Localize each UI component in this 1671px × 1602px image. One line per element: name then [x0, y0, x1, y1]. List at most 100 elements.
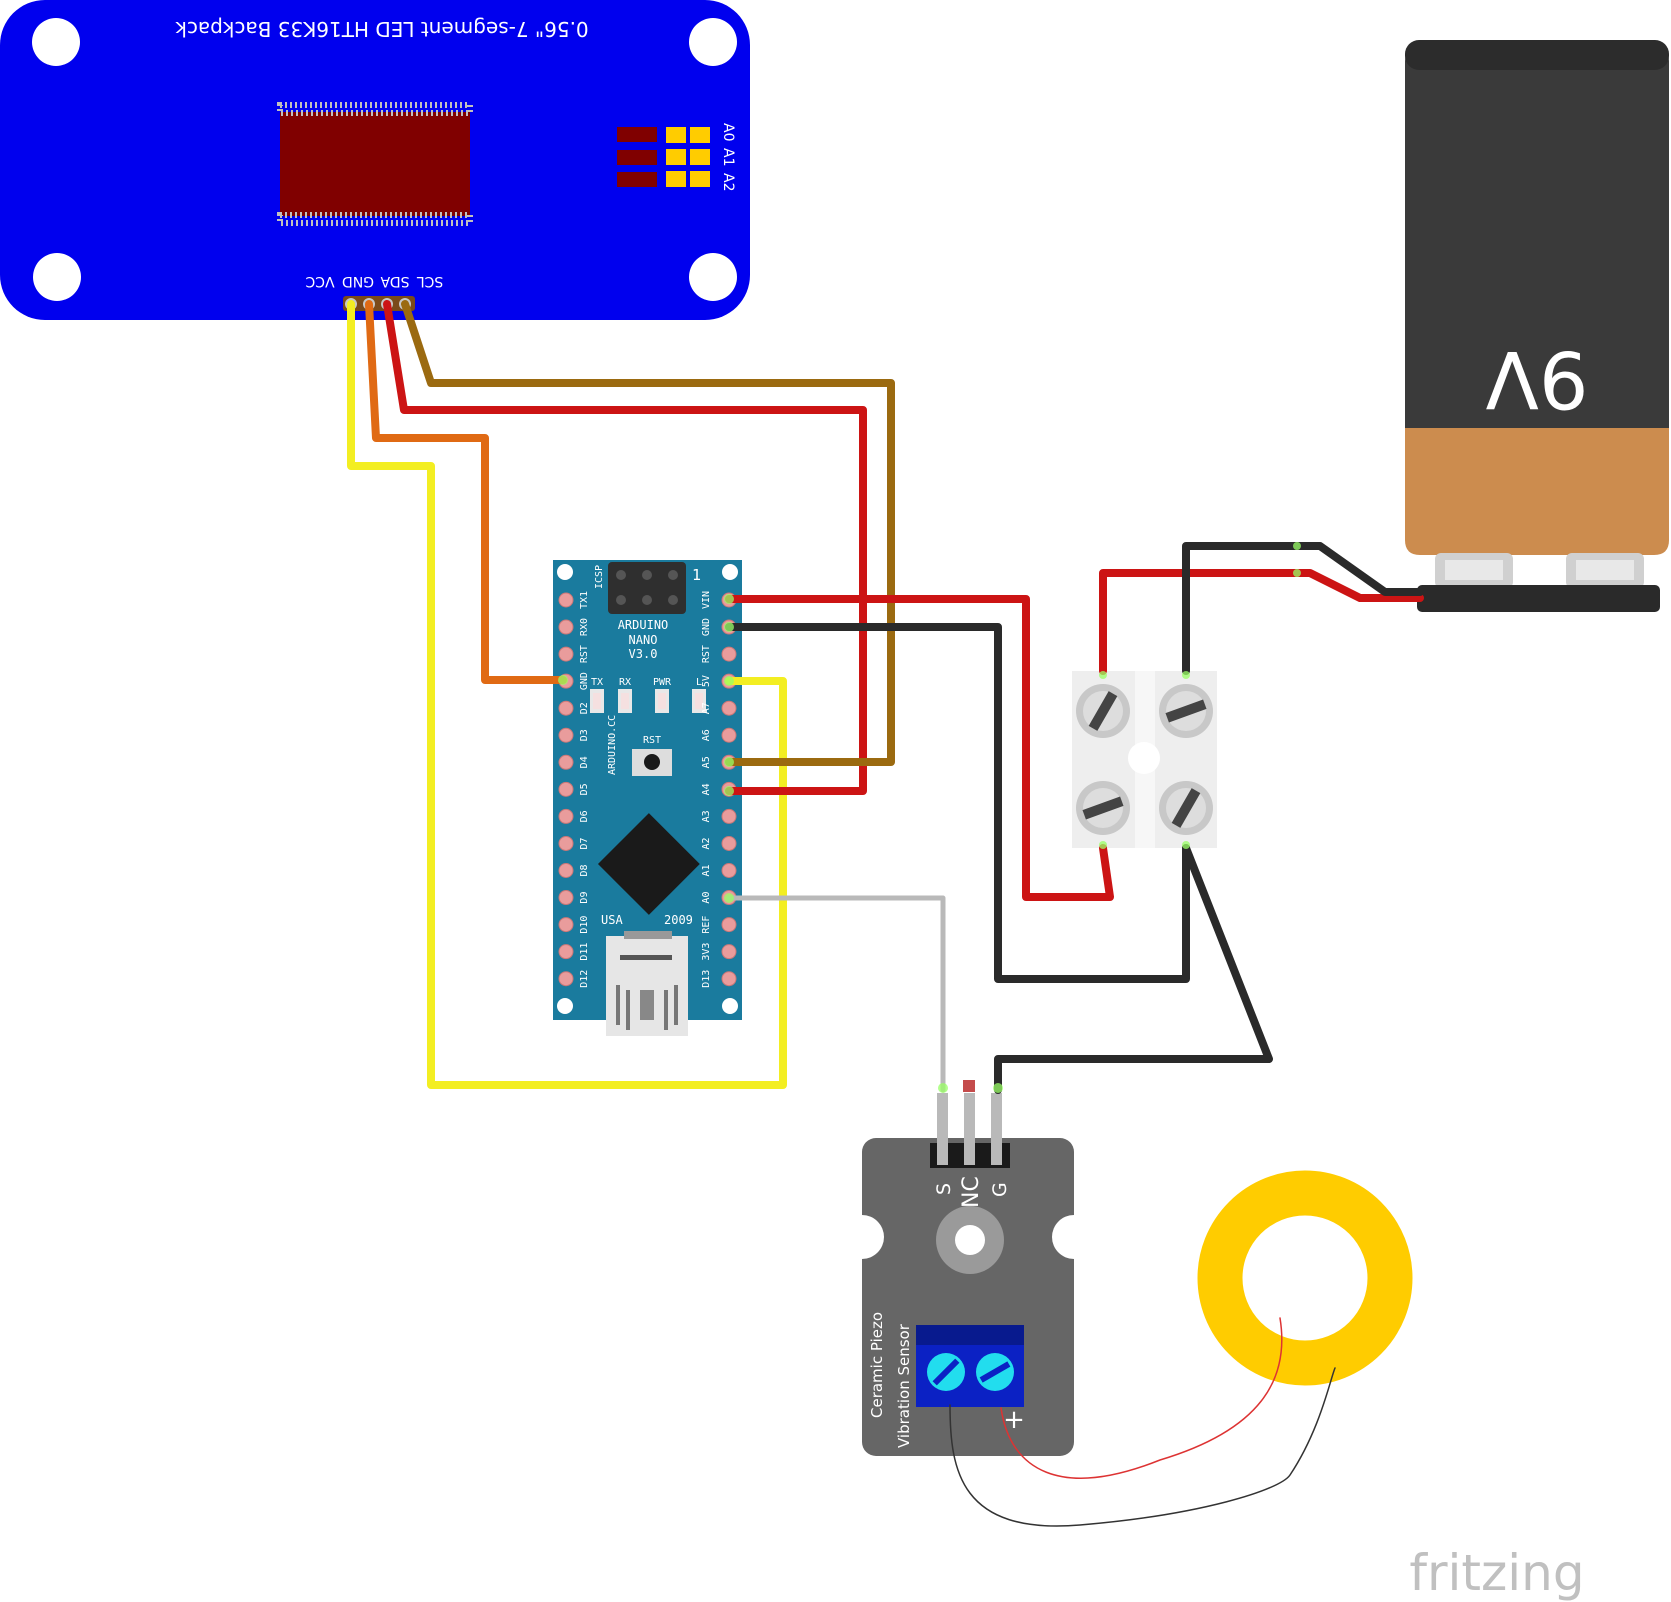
wire-piezo-red[interactable]	[1000, 1317, 1283, 1479]
arduino-nano[interactable]: ICSP 1 ARDUINO NANO V3.0 TX RX PWR L ARD…	[553, 560, 742, 1036]
battery-body	[1405, 43, 1669, 555]
sensor-terminal-screw[interactable]	[976, 1353, 1014, 1391]
nano-pin-d10[interactable]	[558, 917, 574, 933]
mounting-hole	[557, 564, 573, 580]
nano-pin-label-a7: A7	[701, 702, 712, 714]
nano-name: ARDUINO	[618, 618, 669, 632]
nano-pin-d12[interactable]	[558, 971, 574, 987]
terminal-screw[interactable]	[1076, 781, 1130, 835]
nano-pin-rx0[interactable]	[558, 619, 574, 635]
nano-pin-d7[interactable]	[558, 835, 574, 851]
nano-pin-label-gnd: GND	[701, 618, 712, 636]
wire-a0-gray[interactable]	[726, 895, 946, 1093]
mounting-hole	[32, 18, 80, 66]
terminal-center-hole	[1128, 742, 1160, 774]
nano-pin-a3[interactable]	[721, 808, 737, 824]
led-board-title: 0.56" 7-segment LED HT16K33 Backpack	[175, 17, 589, 41]
nano-pin-a2[interactable]	[721, 835, 737, 851]
terminal-screw[interactable]	[1159, 684, 1213, 738]
nano-pin-label-tx1: TX1	[579, 591, 590, 609]
mounting-hole	[689, 18, 737, 66]
nano-pin-label-d3: D3	[579, 729, 590, 741]
nano-pin-d13[interactable]	[721, 971, 737, 987]
nano-pin-rst[interactable]	[558, 646, 574, 662]
vibration-sensor[interactable]: S NC G Ceramic Piezo Vibration Sensor +	[840, 1080, 1096, 1456]
nano-pin-label-a4: A4	[701, 783, 712, 795]
pin-label-scl: SCL	[417, 273, 444, 289]
nano-pin-label-gnd: GND	[579, 672, 590, 690]
nano-pin-d6[interactable]	[558, 808, 574, 824]
piezo-disc[interactable]	[1197, 1170, 1413, 1386]
nano-pin-label-3v3: 3V3	[701, 943, 712, 961]
terminal-block[interactable]	[1072, 671, 1217, 848]
nano-pin-ref[interactable]	[721, 917, 737, 933]
battery-9v[interactable]: 9V	[1405, 40, 1669, 612]
mounting-hole	[689, 253, 737, 301]
nano-pin-label-d2: D2	[579, 702, 590, 714]
nano-pin-d4[interactable]	[558, 754, 574, 770]
nano-pin-label-d11: D11	[579, 943, 590, 961]
reset-button[interactable]	[632, 749, 672, 776]
led-label-l: L	[696, 677, 702, 688]
wire-vcc-yellow[interactable]	[347, 300, 787, 1089]
wire-gnd-orange[interactable]	[365, 300, 567, 684]
usb-connector[interactable]	[606, 931, 688, 1036]
wire-vin-red[interactable]	[725, 595, 1114, 901]
battery-copper-band	[1405, 428, 1669, 555]
nano-pin-d3[interactable]	[558, 727, 574, 743]
mounting-hole	[33, 253, 81, 301]
nano-pin-a6[interactable]	[721, 727, 737, 743]
sensor-notch	[840, 1215, 884, 1259]
nano-pin-label-5v: 5V	[701, 675, 712, 687]
pin-label-vcc: VCC	[305, 273, 334, 289]
nano-pin-d2[interactable]	[558, 700, 574, 716]
nano-version: V3.0	[629, 647, 658, 661]
nano-pin-tx1[interactable]	[558, 592, 574, 608]
addr-label-a0: A0	[720, 123, 736, 141]
nano-pin-label-a3: A3	[701, 810, 712, 822]
nano-country: USA	[601, 913, 623, 927]
wires	[347, 300, 1424, 1527]
sensor-pins	[937, 1080, 1002, 1165]
battery-label: 9V	[1486, 333, 1589, 423]
nano-pin-d8[interactable]	[558, 863, 574, 878]
nano-pin-a1[interactable]	[721, 863, 737, 878]
nano-pin-d9[interactable]	[558, 890, 574, 906]
led-backpack[interactable]: 0.56" 7-segment LED HT16K33 Backpack A0 …	[0, 0, 750, 320]
wire-sda-red[interactable]	[383, 300, 867, 795]
reset-label: RST	[643, 735, 661, 746]
nano-pin-label-rst: RST	[701, 645, 712, 663]
terminal-screw[interactable]	[1076, 684, 1130, 738]
sensor-title-line2: Vibration Sensor	[895, 1323, 913, 1448]
mounting-hole	[722, 998, 738, 1014]
nc-pin-end	[963, 1080, 975, 1092]
nano-pin-label-d5: D5	[579, 783, 590, 795]
wire-scl-olive[interactable]	[401, 300, 895, 766]
battery-terminals	[1435, 553, 1644, 588]
nano-pin-label-a1: A1	[701, 864, 712, 876]
sensor-pin-label-nc: NC	[959, 1176, 984, 1208]
nano-pin-a7[interactable]	[721, 700, 737, 716]
nano-pin-d11[interactable]	[558, 944, 574, 960]
nano-pin-rst[interactable]	[721, 646, 737, 662]
wire-sensor-gnd-black[interactable]	[994, 844, 1273, 1094]
nano-pin-label-rst: RST	[579, 645, 590, 663]
ht16k33-chip	[280, 112, 470, 216]
terminal-screw[interactable]	[1159, 781, 1213, 835]
battery-snap	[1417, 585, 1660, 612]
sensor-terminal-screw[interactable]	[927, 1353, 965, 1391]
sensor-title-line1: Ceramic Piezo	[868, 1312, 886, 1418]
status-leds	[590, 689, 706, 713]
led-label-tx: TX	[591, 677, 603, 688]
nano-pin-3v3[interactable]	[721, 944, 737, 960]
nano-pin-label-d7: D7	[579, 837, 590, 849]
nano-pin-label-a2: A2	[701, 837, 712, 849]
wire-gnd-black[interactable]	[725, 623, 1190, 983]
wire-piezo-black[interactable]	[949, 1367, 1336, 1527]
nano-pin-d5[interactable]	[558, 781, 574, 797]
wire-battery-red[interactable]	[1099, 569, 1424, 675]
wire-battery-black[interactable]	[1182, 542, 1424, 675]
battery-top	[1405, 40, 1669, 70]
